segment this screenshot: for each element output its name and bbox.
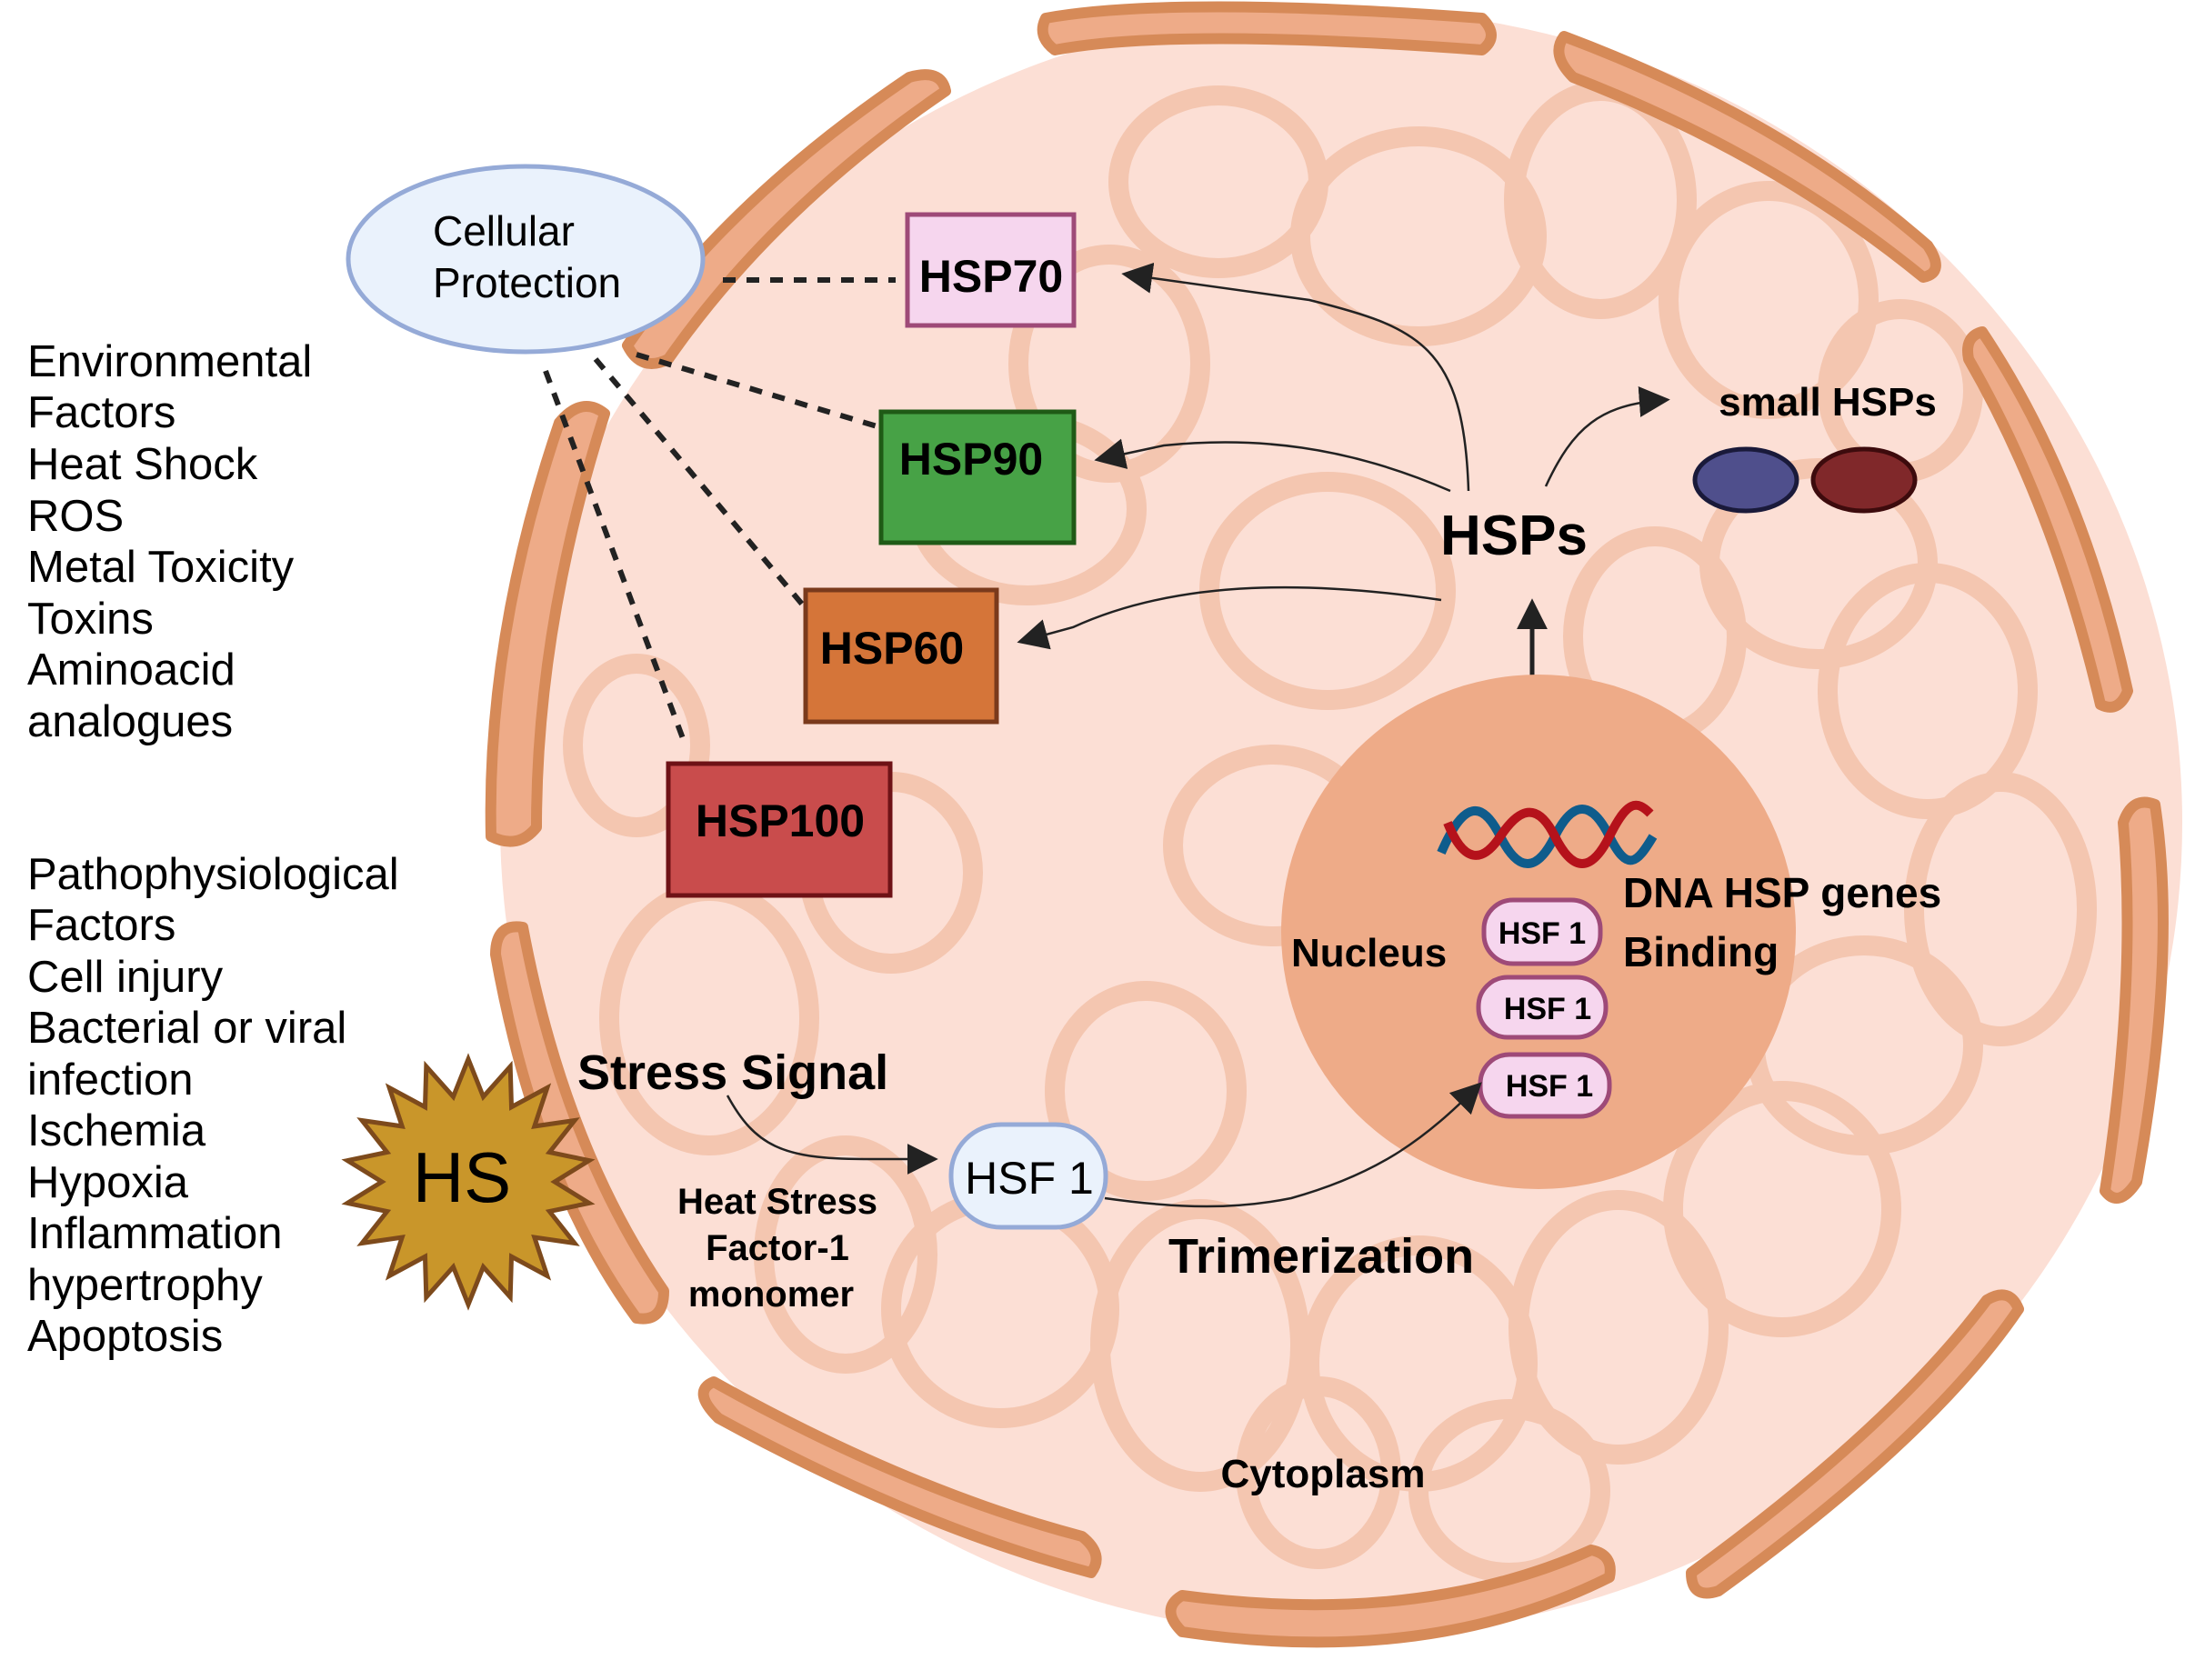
- protection-connectors: [543, 277, 896, 743]
- starburst-icon: [341, 1053, 596, 1311]
- trimerization-label: Trimerization: [1168, 1229, 1474, 1284]
- hsf1-monomer-label: HSF 1: [965, 1153, 1094, 1204]
- env-item: Metal Toxicity: [27, 543, 295, 592]
- hsp70-box: HSP70: [905, 212, 1077, 328]
- hsp70-label: HSP70: [919, 251, 1063, 302]
- hsf1-trimer-label: HSF 1: [1506, 1069, 1593, 1104]
- arrow-to-small-hsps: [1544, 385, 1670, 487]
- hsp-box-rect: [803, 587, 999, 725]
- hsf1-trimer-label: HSF 1: [1504, 992, 1591, 1026]
- hsp60-label: HSP60: [820, 623, 964, 674]
- environmental-factors-list: Environmental Factors Heat Shock ROS Met…: [27, 337, 312, 746]
- env-heading-line-1: Environmental: [27, 337, 312, 386]
- hsf1-trimer: HSF 1 HSF 1 HSF 1: [1476, 897, 1612, 1119]
- small-hsp-red-oval: [1810, 446, 1918, 514]
- patho-item: hypertrophy: [27, 1261, 263, 1310]
- nucleus: Nucleus DNA HSP genes Binding HSF 1 HSF …: [1281, 675, 1941, 1189]
- patho-item: Inflammation: [27, 1209, 283, 1258]
- hs-label: HS: [413, 1137, 511, 1217]
- cell-membrane: [485, 1, 2169, 1648]
- hsp-box-rect: [905, 212, 1077, 328]
- connector-hsp60: [593, 357, 807, 609]
- hsp-box-rect: [666, 761, 893, 898]
- hsp90-label: HSP90: [899, 434, 1043, 485]
- patho-item: Apoptosis: [27, 1312, 223, 1361]
- connector-hsp90: [636, 352, 881, 430]
- env-item: Heat Shock: [27, 440, 258, 489]
- hsf1-caption-line-3: monomer: [688, 1275, 854, 1315]
- connector-hsp100: [543, 369, 687, 743]
- cellular-protection-node: Cellular Protection: [346, 164, 706, 355]
- nucleus-label: Nucleus: [1291, 931, 1447, 975]
- hsf1-trimer-label: HSF 1: [1498, 916, 1586, 951]
- hsf1-monomer-pill: [948, 1122, 1108, 1230]
- env-item: ROS: [27, 492, 124, 541]
- arrow-trimerization: [1104, 1082, 1482, 1208]
- hsf1-caption-line-1: Heat Stress: [677, 1182, 877, 1222]
- env-item: analogues: [27, 697, 233, 746]
- cellular-protection-ellipse: [346, 164, 706, 355]
- hsf1-trimer-unit: [1476, 975, 1609, 1040]
- env-item: Aminoacid: [27, 645, 236, 695]
- arrow-to-hsp90: [1094, 438, 1451, 493]
- hsps-label: HSPs: [1440, 505, 1588, 567]
- cytoplasm-label: Cytoplasm: [1221, 1452, 1426, 1496]
- patho-item: Ischemia: [27, 1106, 206, 1155]
- hsp100-box: HSP100: [666, 761, 893, 898]
- env-heading-line-2: Factors: [27, 388, 175, 437]
- pathophysiological-factors-list: Pathophysiological Factors Cell injury B…: [27, 850, 399, 1361]
- dna-label-line-2: Binding: [1623, 928, 1779, 975]
- arrow-stress-to-hsf1: [726, 1095, 938, 1175]
- patho-heading-line-1: Pathophysiological: [27, 850, 399, 899]
- heat-shock-badge: HS: [341, 1053, 596, 1311]
- hsf1-monomer: HSF 1 Heat Stress Factor-1 monomer: [677, 1122, 1108, 1315]
- cellular-protection-line-1: Cellular: [433, 207, 575, 255]
- patho-item: Bacterial or viral: [27, 1004, 346, 1053]
- dna-label-line-1: DNA HSP genes: [1623, 869, 1941, 916]
- small-hsps: small HSPs: [1692, 380, 1937, 514]
- small-hsp-blue-oval: [1692, 446, 1799, 514]
- hsp60-box: HSP60: [803, 587, 999, 725]
- dna-helix-icon: [1437, 800, 1658, 868]
- stress-signal-label: Stress Signal: [577, 1045, 888, 1100]
- hsp-box-rect: [878, 409, 1077, 545]
- hsp100-label: HSP100: [696, 795, 865, 846]
- cellular-protection-line-2: Protection: [433, 259, 621, 306]
- arrow-to-hsp60: [1017, 585, 1442, 650]
- patho-heading-line-2: Factors: [27, 901, 175, 950]
- small-hsps-label: small HSPs: [1719, 380, 1937, 425]
- hsf1-trimer-unit: [1481, 897, 1603, 966]
- arrow-to-hsp70: [1121, 262, 1470, 492]
- hsf1-caption-line-2: Factor-1: [706, 1228, 849, 1268]
- patho-item: Cell injury: [27, 953, 224, 1002]
- hsp90-box: HSP90: [878, 409, 1077, 545]
- patho-item: Hypoxia: [27, 1158, 189, 1207]
- patho-item: infection: [27, 1055, 194, 1105]
- env-item: Toxins: [27, 595, 154, 644]
